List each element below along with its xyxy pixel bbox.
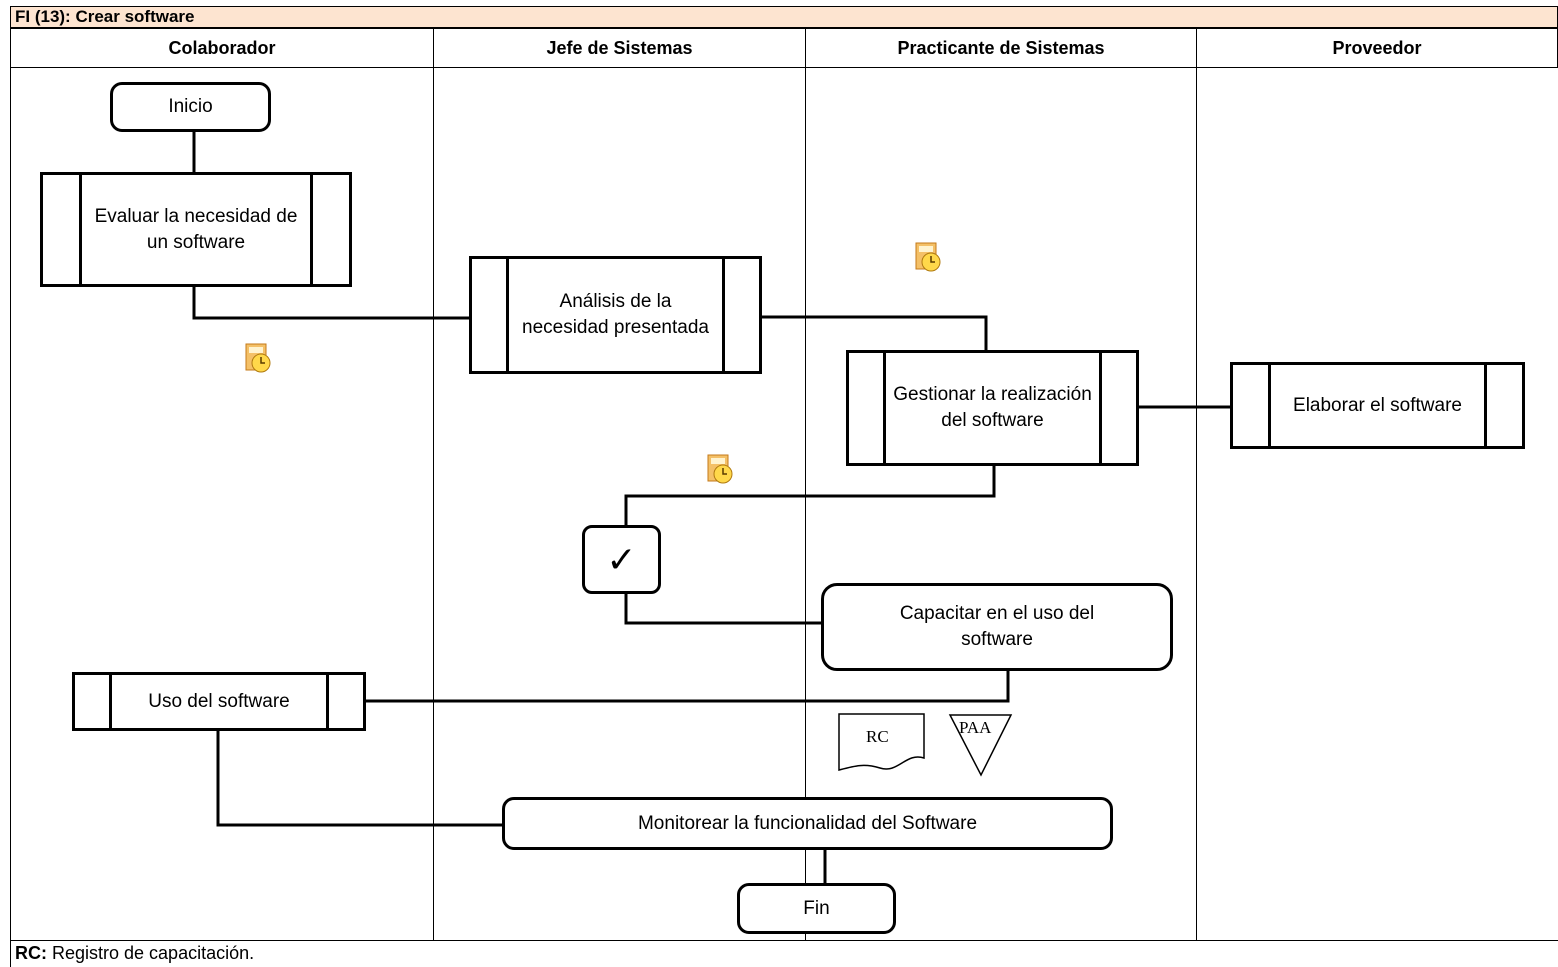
process-evaluar-label: Evaluar la necesidad de un software (94, 205, 298, 253)
process-monitorear-funcionalidad[interactable]: Monitorear la funcionalidad del Software (502, 797, 1113, 850)
start-node-label: Inicio (168, 96, 213, 117)
check-icon: ✓ (606, 538, 637, 580)
outlook-clock-icon (245, 343, 271, 373)
outlook-clock-icon (707, 454, 733, 484)
process-analisis-necesidad[interactable]: Análisis de la necesidad presentada (469, 256, 762, 374)
process-elaborar-label: Elaborar el software (1293, 394, 1462, 416)
connector-analisis-gestionar (762, 315, 988, 350)
lane-proveedor (1196, 68, 1558, 940)
process-gestionar-label: Gestionar la realización del software (893, 384, 1092, 431)
process-capacitar-uso[interactable]: Capacitar en el uso del software (821, 583, 1173, 671)
process-monitorear-label: Monitorear la funcionalidad del Software (637, 812, 978, 834)
legend-key: RC: (15, 943, 47, 963)
document-rc-label: RC (866, 727, 889, 746)
connector-uso-monitorear (216, 731, 502, 827)
outlook-clock-icon (915, 242, 941, 272)
triangle-paa-label: PAA (959, 718, 992, 737)
connector-evaluar-analisis (192, 287, 469, 320)
process-elaborar-software[interactable]: Elaborar el software (1230, 362, 1525, 449)
end-node-label: Fin (803, 897, 830, 919)
process-capacitar-label: Capacitar en el uso del software (899, 603, 1095, 650)
process-analisis-label: Análisis de la necesidad presentada (522, 291, 709, 338)
diagram-title: FI (13): Crear software (10, 6, 1558, 28)
process-evaluar-necesidad[interactable]: Evaluar la necesidad de un software (40, 172, 352, 287)
process-uso-software[interactable]: Uso del software (72, 672, 366, 731)
process-gestionar-realizacion[interactable]: Gestionar la realización del software (846, 350, 1139, 466)
process-uso-label: Uso del software (148, 690, 290, 712)
connector-gestionar-check (624, 466, 996, 525)
legend-text: Registro de capacitación. (47, 943, 255, 963)
lane-colaborador (10, 68, 434, 940)
lane-jefe-sistemas (433, 68, 806, 940)
legend-footer: RC: Registro de capacitación. (10, 940, 1558, 967)
checkpoint-node[interactable]: ✓ (582, 525, 661, 594)
start-node[interactable]: Inicio (110, 82, 271, 132)
triangle-paa-shape (948, 714, 1013, 777)
document-rc-shape (838, 713, 925, 771)
end-node[interactable]: Fin (737, 883, 896, 934)
connector-capacitar-uso (366, 671, 1010, 703)
lane-practicante-sistemas (805, 68, 1197, 940)
connector-check-capacitar (624, 594, 821, 625)
